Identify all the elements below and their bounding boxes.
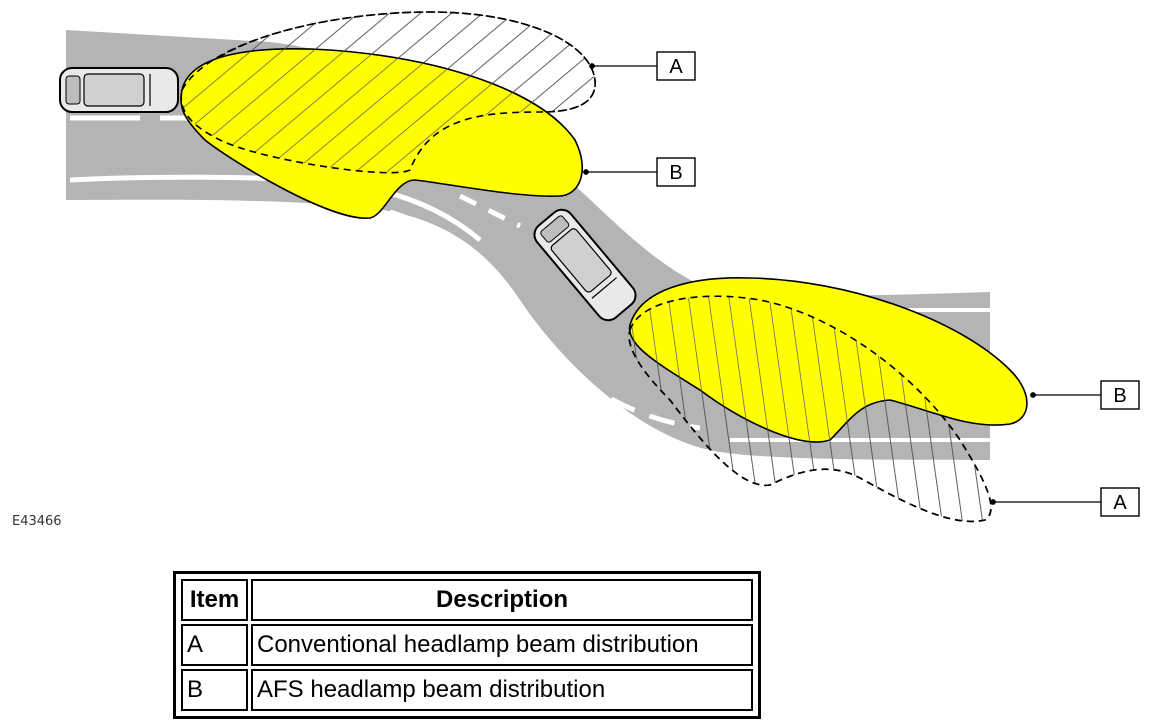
figure-id: E43466 bbox=[12, 514, 62, 529]
callout-top-a-label: A bbox=[669, 56, 683, 78]
car-top-left bbox=[59, 67, 179, 113]
callout-lines bbox=[583, 63, 1101, 505]
callout-bottom-b-label: B bbox=[1113, 385, 1126, 407]
legend-table: Item Description A Conventional headlamp… bbox=[173, 571, 761, 719]
legend-row-item: A bbox=[181, 624, 248, 666]
legend-row-description: AFS headlamp beam distribution bbox=[251, 669, 753, 711]
callout-bottom-a: A bbox=[1100, 487, 1140, 517]
legend-row-item: B bbox=[181, 669, 248, 711]
callout-top-a: A bbox=[656, 51, 696, 81]
car-middle bbox=[533, 208, 637, 322]
callout-bottom-b: B bbox=[1100, 380, 1140, 410]
callout-bottom-a-label: A bbox=[1113, 492, 1127, 514]
legend-header-item: Item bbox=[181, 579, 248, 621]
legend-header-description: Description bbox=[251, 579, 753, 621]
legend-row-description: Conventional headlamp beam distribution bbox=[251, 624, 753, 666]
legend-row: A Conventional headlamp beam distributio… bbox=[181, 624, 753, 666]
headlamp-beam-diagram: A B B A E43466 bbox=[12, 11, 1140, 529]
legend-row: B AFS headlamp beam distribution bbox=[181, 669, 753, 711]
legend-header-row: Item Description bbox=[181, 579, 753, 621]
callout-top-b: B bbox=[656, 157, 696, 187]
callout-top-b-label: B bbox=[669, 162, 682, 184]
